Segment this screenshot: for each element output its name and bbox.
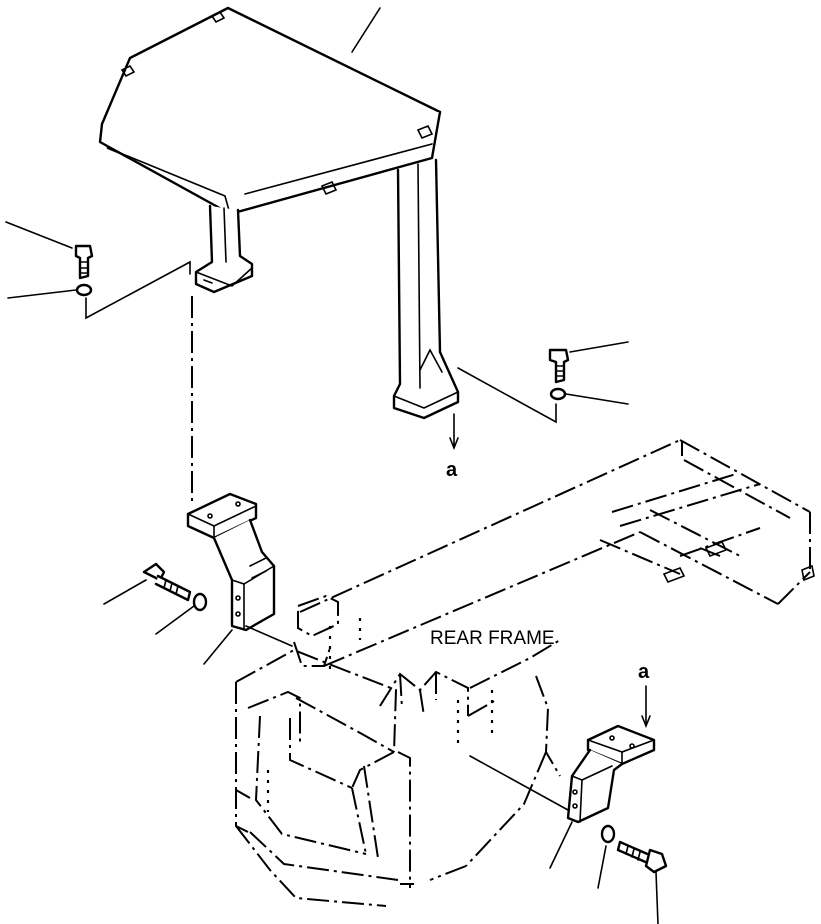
rear-frame	[235, 439, 815, 907]
washer-top-right	[549, 387, 629, 405]
ref-label-a-lower: a	[638, 661, 650, 683]
canopy-post-right	[392, 158, 460, 420]
bolt-lower-left	[103, 562, 192, 605]
ref-label-a-upper: a	[446, 459, 458, 481]
assembly-line-lower-left	[245, 625, 293, 647]
bolt-lower-right	[616, 840, 668, 924]
leader-bracket-right	[549, 821, 573, 869]
leader-bracket-left	[203, 629, 233, 665]
bolt-top-left	[5, 221, 94, 280]
mount-bracket-left	[186, 492, 276, 632]
assembly-line-lower-right	[469, 755, 569, 811]
canopy-post-left	[194, 204, 254, 294]
bolt-top-right	[548, 341, 629, 384]
washer-top-left	[7, 283, 93, 299]
assembly-line-top-left	[85, 260, 191, 320]
assembly-line-top-right	[457, 367, 557, 424]
arrow-a-upper	[449, 413, 459, 451]
washer-lower-left	[155, 592, 208, 635]
rear-frame-label: REAR FRAME	[430, 628, 555, 649]
washer-lower-right	[597, 824, 616, 889]
canopy-roof	[98, 6, 442, 216]
arrow-a-lower	[641, 685, 651, 729]
mount-bracket-right	[566, 724, 656, 824]
